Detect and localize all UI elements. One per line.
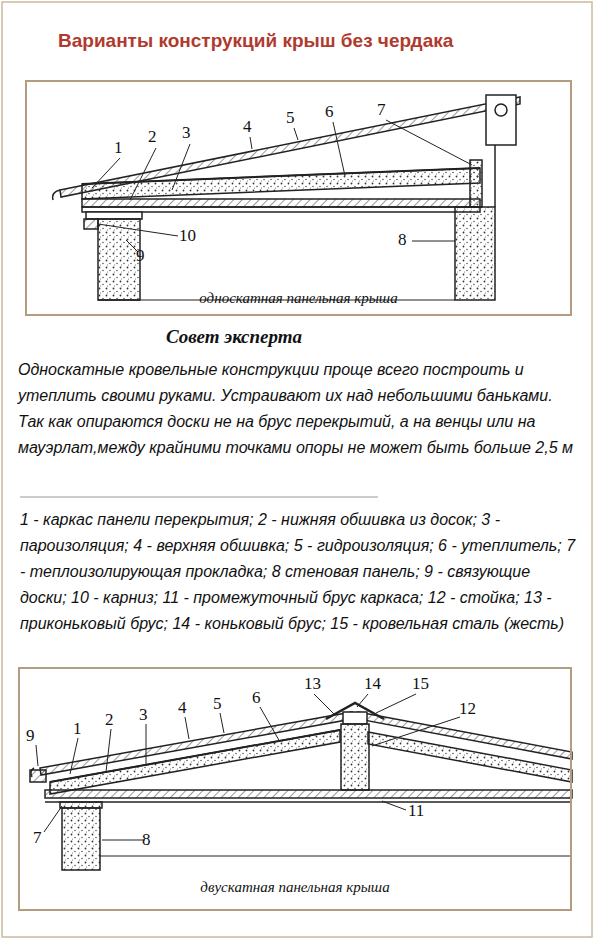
leader-lines bbox=[36, 694, 460, 840]
leader-lines bbox=[357, 694, 368, 707]
leader-lines bbox=[106, 729, 111, 772]
insulation-layer bbox=[50, 730, 340, 794]
leader-lines bbox=[172, 144, 190, 190]
insulating-pad bbox=[60, 802, 102, 808]
drawing-frame: двускатная панельная крыша bbox=[18, 667, 572, 911]
callout-number: 3 bbox=[138, 706, 149, 724]
vapour-barrier bbox=[50, 730, 340, 782]
drawing-frame: односкатная панельная крыша bbox=[25, 80, 572, 316]
figure-caption: двускатная панельная крыша bbox=[20, 879, 570, 896]
ridge-beam bbox=[343, 712, 367, 724]
post bbox=[341, 724, 369, 790]
note-text: Односкатные кровельные конструкции проще… bbox=[18, 357, 580, 461]
leader-lines bbox=[386, 120, 472, 165]
binding-boards bbox=[86, 212, 142, 219]
callout-number: 4 bbox=[177, 699, 188, 717]
callout-number: 2 bbox=[104, 711, 115, 729]
callout-number: 8 bbox=[141, 831, 152, 849]
title: Варианты конструкций крыш без чердака bbox=[58, 30, 453, 52]
callout-number: 7 bbox=[32, 829, 43, 847]
figure-caption: односкатная панельная крыша bbox=[27, 290, 570, 307]
leader-lines bbox=[250, 137, 252, 149]
callout-number: 6 bbox=[251, 689, 262, 707]
leader-lines bbox=[260, 707, 280, 742]
callout-number: 12 bbox=[458, 700, 477, 718]
callout-number: 3 bbox=[181, 124, 192, 142]
leader-lines bbox=[220, 713, 224, 733]
note-heading: Совет эксперта bbox=[166, 326, 302, 348]
callout-number: 5 bbox=[212, 695, 223, 713]
leader-lines bbox=[44, 806, 62, 832]
leader-lines bbox=[102, 840, 145, 841]
cornice bbox=[84, 219, 98, 229]
leader-lines bbox=[412, 241, 455, 242]
leader-lines bbox=[185, 717, 189, 739]
note-text: 1 - каркас панели перекрытия; 2 - нижняя… bbox=[20, 507, 580, 637]
eave-curl bbox=[53, 190, 60, 200]
leader-lines bbox=[294, 128, 298, 140]
leader-lines bbox=[333, 122, 345, 176]
purlin-beam bbox=[486, 95, 516, 145]
callout-number: 15 bbox=[411, 675, 430, 693]
single-pitch-roof bbox=[494, 145, 496, 207]
callout-number: 11 bbox=[407, 802, 425, 820]
callout-number: 10 bbox=[178, 227, 197, 245]
callout-number: 14 bbox=[363, 675, 382, 693]
leader-lines bbox=[146, 724, 147, 766]
insulating-pad bbox=[470, 160, 482, 207]
leader-lines bbox=[372, 717, 460, 746]
separator-rule bbox=[20, 497, 378, 498]
leader-lines bbox=[376, 694, 416, 713]
single-pitch-roof bbox=[495, 104, 507, 116]
insulation-layer bbox=[82, 168, 480, 199]
leader-lines bbox=[36, 745, 38, 766]
leader-lines bbox=[70, 738, 78, 774]
callout-number: 7 bbox=[376, 101, 387, 119]
callout-number: 4 bbox=[242, 118, 253, 136]
callout-number: 1 bbox=[72, 720, 83, 738]
leader-lines bbox=[314, 694, 334, 714]
wall-panel bbox=[62, 808, 100, 870]
single-pitch-roof bbox=[53, 95, 520, 300]
callout-number: 8 bbox=[397, 231, 408, 249]
insulation-layer-right bbox=[368, 732, 572, 782]
gable-roof bbox=[30, 703, 572, 870]
callout-number: 9 bbox=[25, 727, 36, 745]
cornice bbox=[30, 770, 46, 782]
leader-lines bbox=[92, 120, 472, 252]
leader-lines bbox=[98, 224, 178, 236]
callout-number: 9 bbox=[135, 247, 146, 265]
callout-number: 5 bbox=[285, 109, 296, 127]
callout-number: 1 bbox=[113, 139, 124, 157]
leader-lines bbox=[130, 148, 156, 200]
lower-boards bbox=[82, 199, 480, 207]
leader-lines bbox=[382, 801, 406, 810]
callout-number: 6 bbox=[324, 103, 335, 121]
wall-block bbox=[98, 219, 140, 300]
callout-number: 13 bbox=[303, 675, 322, 693]
callout-number: 2 bbox=[147, 128, 158, 146]
leader-lines bbox=[92, 158, 120, 188]
gable-roof bbox=[45, 801, 572, 803]
ceiling-panel bbox=[45, 790, 572, 798]
wall-panel bbox=[455, 207, 495, 300]
gable-roof bbox=[100, 856, 572, 857]
single-pitch-roof bbox=[98, 299, 140, 301]
